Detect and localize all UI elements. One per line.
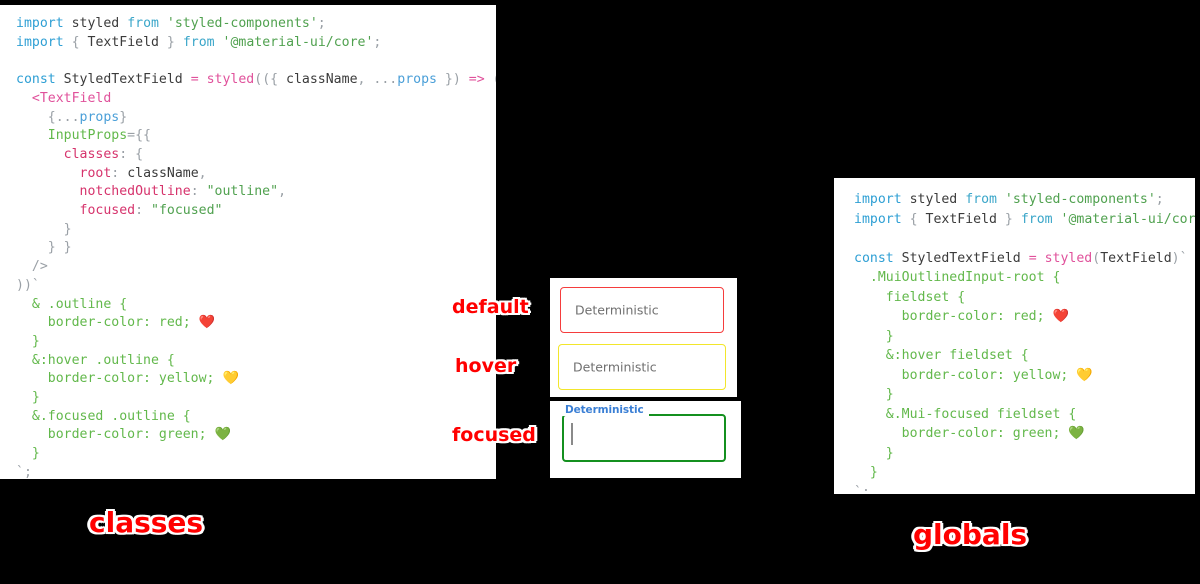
text-caret <box>571 423 573 445</box>
annotation-default: default <box>452 296 529 318</box>
textfield-focused[interactable] <box>562 414 726 462</box>
green-heart-emoji: 💚 <box>214 427 231 443</box>
code-panel-globals: import styled from 'styled-components'; … <box>834 178 1195 494</box>
caption-globals: globals <box>913 518 1028 551</box>
code-block-classes: import styled from 'styled-components'; … <box>16 16 496 479</box>
textfield-default[interactable]: Deterministic <box>560 287 724 333</box>
preview-panel-top: Deterministic Deterministic <box>550 278 737 397</box>
yellow-heart-emoji: 💛 <box>1076 367 1093 383</box>
green-heart-emoji: 💚 <box>1068 426 1085 441</box>
annotation-hover: hover <box>455 355 517 377</box>
code-block-globals: import styled from 'styled-components'; … <box>854 192 1195 494</box>
yellow-heart-emoji: 💛 <box>222 371 239 387</box>
code-panel-classes: import styled from 'styled-components'; … <box>0 5 496 479</box>
textfield-default-placeholder: Deterministic <box>575 302 659 318</box>
red-heart-emoji: ❤️ <box>198 315 216 331</box>
caption-classes: classes <box>89 506 204 539</box>
red-heart-emoji: ❤️ <box>1052 309 1069 324</box>
textfield-hover-placeholder: Deterministic <box>573 359 657 375</box>
annotation-focused: focused <box>452 424 536 446</box>
textfield-hover[interactable]: Deterministic <box>558 344 726 390</box>
textfield-focused-label: Deterministic <box>562 404 647 416</box>
